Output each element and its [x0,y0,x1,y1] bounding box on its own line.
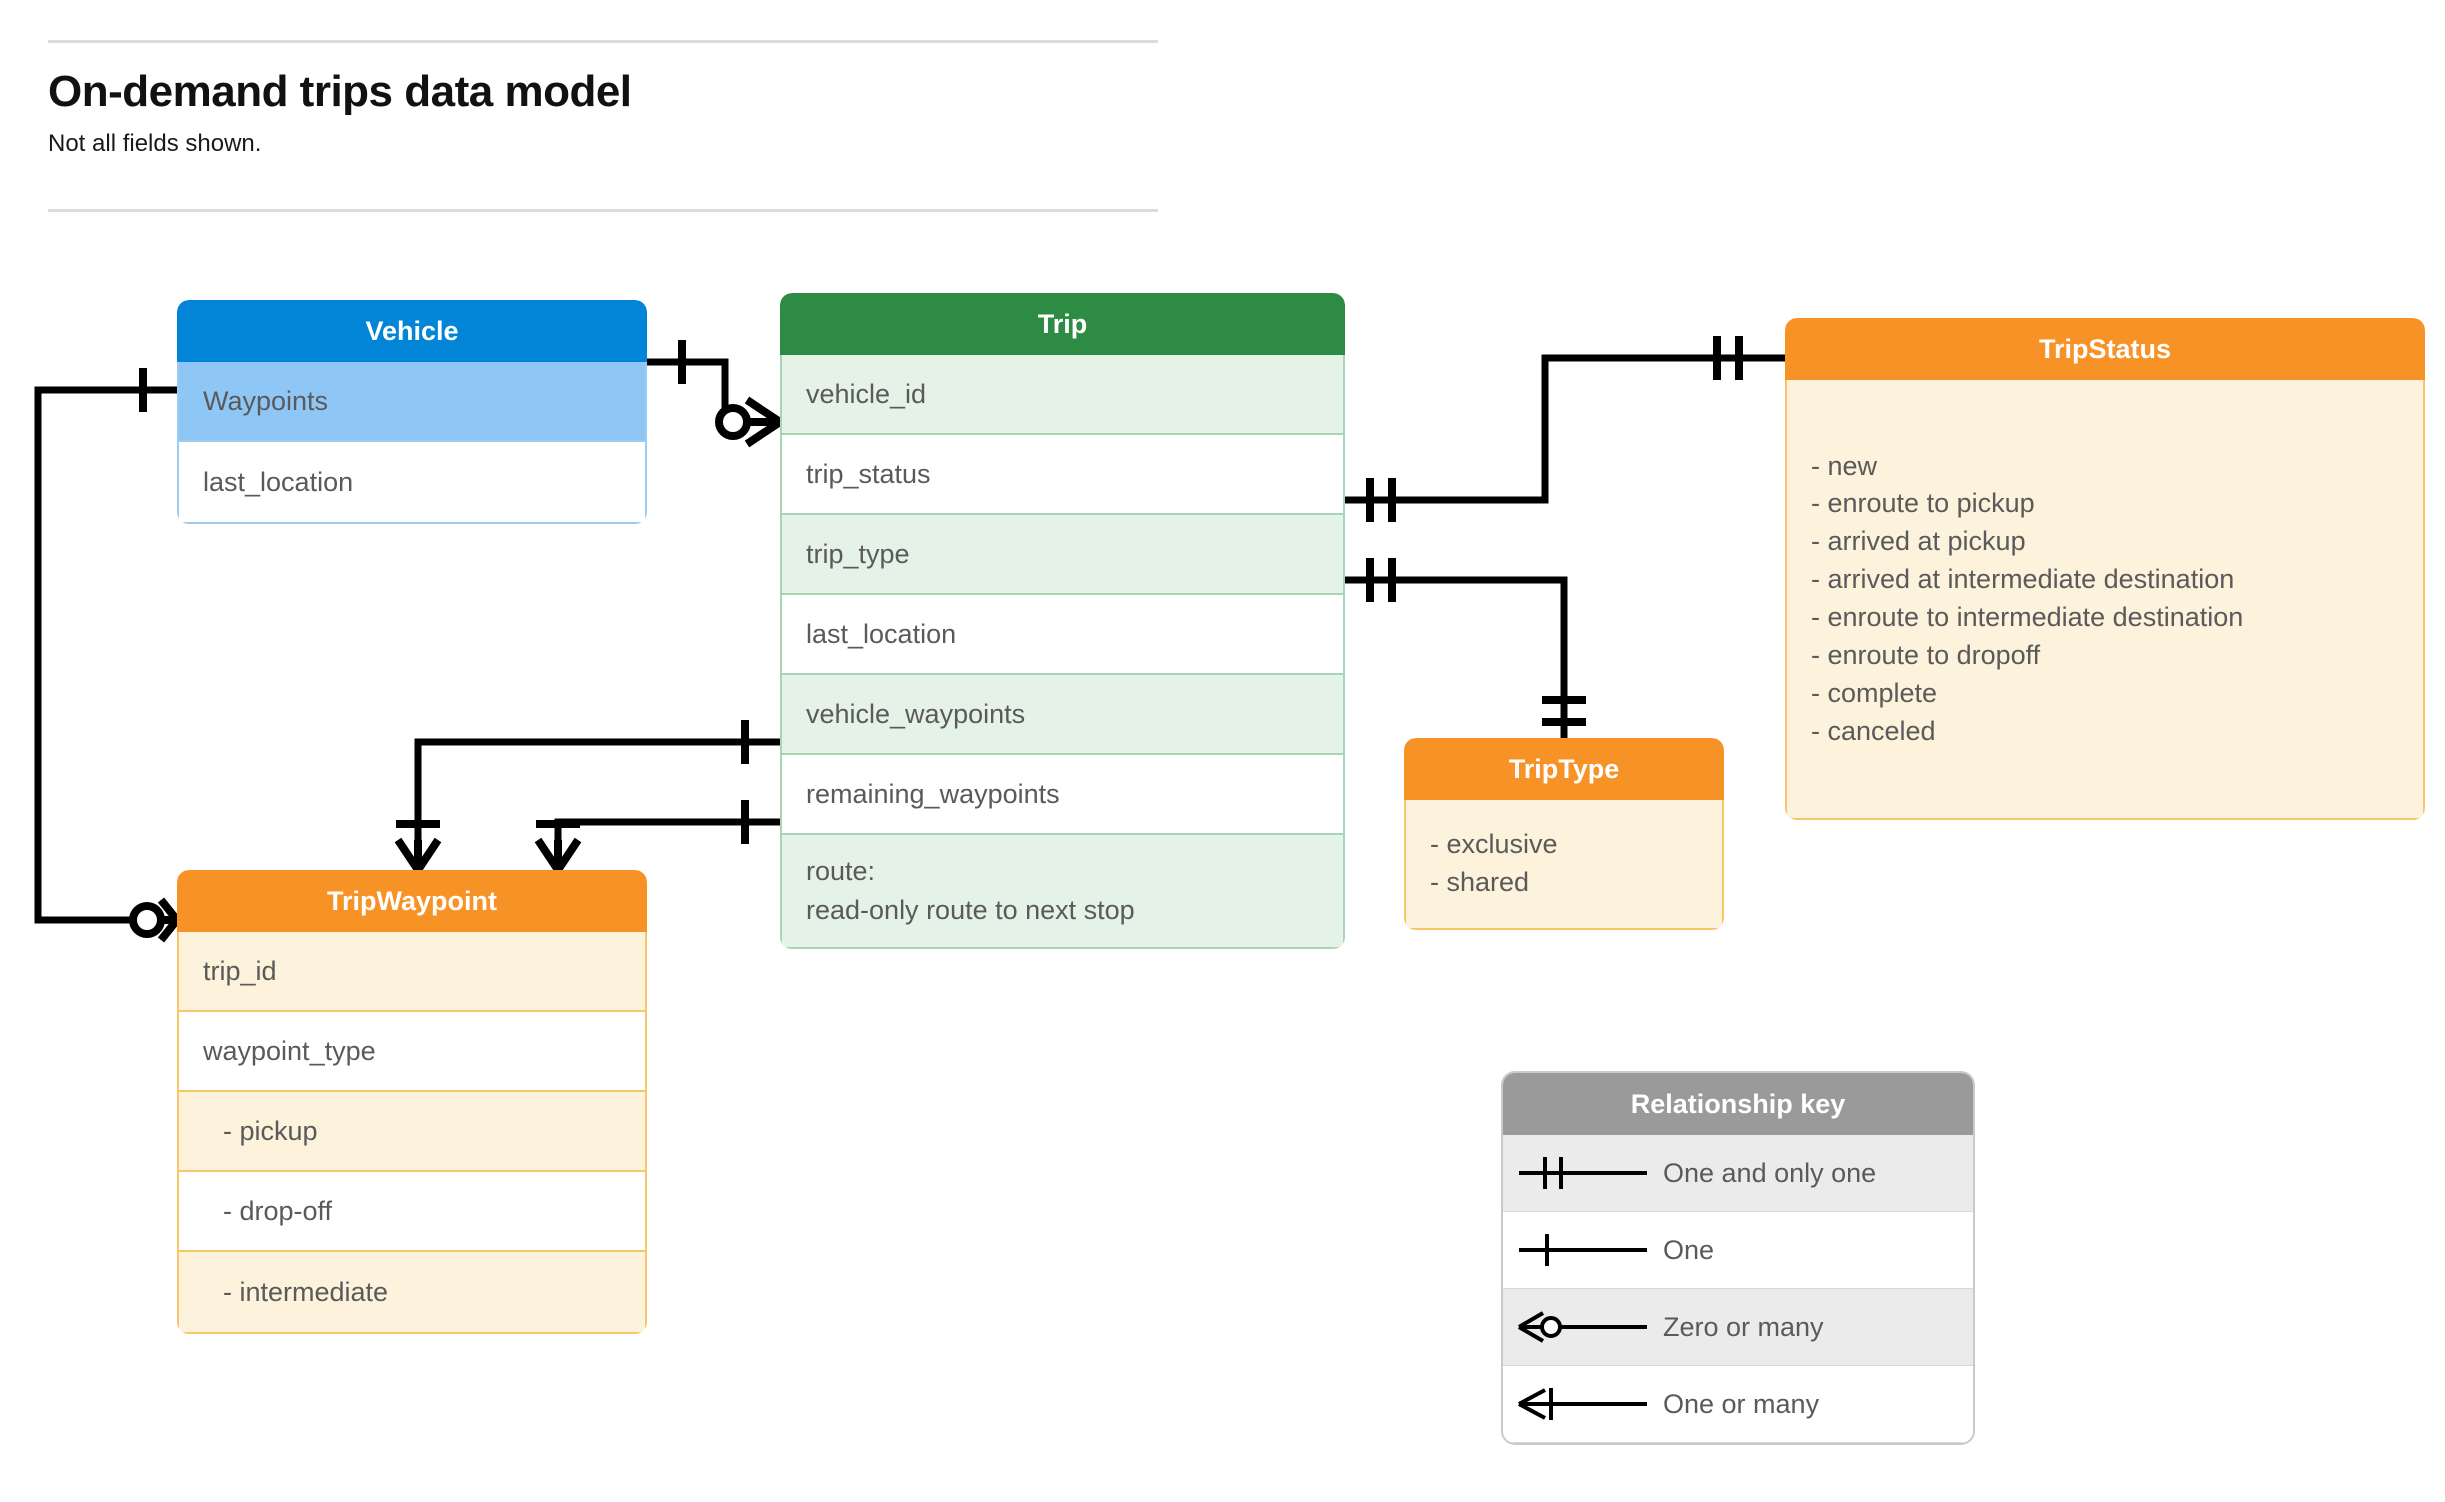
legend-label: One or many [1663,1388,1820,1419]
legend-label: Zero or many [1663,1311,1824,1342]
legend-row-one-or-many: One or many [1503,1365,1973,1443]
entity-trip-type-values: - exclusive - shared [1404,800,1724,930]
trip-type-value: - exclusive [1430,829,1558,860]
wire-remaining-waypoints-to-tripwaypoint [554,818,780,870]
legend-row-one: One [1503,1211,1973,1289]
page-subtitle: Not all fields shown. [48,130,262,157]
entity-trip-waypoint-title: TripWaypoint [177,870,647,932]
field-trip-route[interactable]: route: read-only route to next stop [782,835,1343,947]
value-waypoint-type-pickup: - pickup [179,1092,645,1172]
entity-trip-status-title: TripStatus [1785,318,2425,380]
entity-vehicle-title: Vehicle [177,300,647,362]
wire-trip-type-to-triptype [1345,576,1568,738]
header-rule-top [48,40,1158,43]
trip-status-value: - enroute to intermediate destination [1811,602,2244,632]
field-trip-last-location[interactable]: last_location [782,595,1343,675]
entity-vehicle-fields: Waypoints last_location [177,362,647,524]
trip-status-value: - enroute to pickup [1811,488,2035,519]
page-title: On-demand trips data model [48,67,632,116]
field-trip-route-label: route: [806,855,876,886]
legend-label: One [1663,1234,1715,1265]
value-waypoint-type-intermediate: - intermediate [179,1252,645,1332]
field-trip-trip-status[interactable]: trip_status [782,435,1343,515]
trip-type-value-list: - exclusive - shared [1406,800,1722,928]
entity-trip-type[interactable]: TripType - exclusive - shared [1404,738,1724,930]
legend-label: One and only one [1663,1157,1877,1188]
trip-status-value: - enroute to dropoff [1811,639,2041,670]
entity-trip[interactable]: Trip vehicle_id trip_status trip_type la… [780,293,1345,949]
entity-trip-fields: vehicle_id trip_status trip_type last_lo… [780,355,1345,949]
one-or-many-icon [1503,1379,1663,1429]
trip-type-value: - shared [1430,867,1530,897]
entity-trip-waypoint-fields: trip_id waypoint_type - pickup - drop-of… [177,932,647,1334]
trip-status-value: - new [1811,450,1878,481]
wire-vehicle-to-trip-vehicleid [647,358,729,422]
trip-status-value: - arrived at intermediate destination [1811,564,2235,595]
header-rule-bottom [48,209,1158,212]
zero-or-many-icon [1503,1302,1663,1352]
relationship-key-legend: Relationship key One and only one One [1503,1073,1973,1443]
legend-title: Relationship key [1503,1073,1973,1135]
wire-vehicle-waypoints-field-to-tripwaypoint [414,738,780,870]
field-trip-route-note: read-only route to next stop [806,895,1135,925]
entity-trip-status[interactable]: TripStatus - new - enroute to pickup - a… [1785,318,2425,820]
entity-trip-type-title: TripType [1404,738,1724,800]
field-trip-remaining-waypoints[interactable]: remaining_waypoints [782,755,1343,835]
one-icon [1503,1225,1663,1275]
field-vehicle-last-location[interactable]: last_location [179,442,645,522]
wire-trip-status-to-tripstatus [1345,354,1785,504]
entity-trip-status-values: - new - enroute to pickup - arrived at p… [1785,380,2425,820]
trip-status-value: - complete [1811,677,1938,708]
legend-row-one-and-only-one: One and only one [1503,1135,1973,1211]
field-tripwaypoint-waypoint-type[interactable]: waypoint_type [179,1012,645,1092]
trip-status-value-list: - new - enroute to pickup - arrived at p… [1787,380,2423,818]
trip-status-value: - canceled [1811,715,1936,746]
field-trip-vehicle-id[interactable]: vehicle_id [782,355,1343,435]
trip-status-value: - arrived at pickup [1811,526,2026,557]
field-trip-vehicle-waypoints[interactable]: vehicle_waypoints [782,675,1343,755]
field-vehicle-waypoints[interactable]: Waypoints [179,362,645,442]
field-trip-trip-type[interactable]: trip_type [782,515,1343,595]
entity-trip-title: Trip [780,293,1345,355]
one-and-only-one-icon [1503,1148,1663,1198]
field-tripwaypoint-trip-id[interactable]: trip_id [179,932,645,1012]
legend-row-zero-or-many: Zero or many [1503,1289,1973,1365]
entity-vehicle[interactable]: Vehicle Waypoints last_location [177,300,647,524]
value-waypoint-type-dropoff: - drop-off [179,1172,645,1252]
entity-trip-waypoint[interactable]: TripWaypoint trip_id waypoint_type - pic… [177,870,647,1334]
